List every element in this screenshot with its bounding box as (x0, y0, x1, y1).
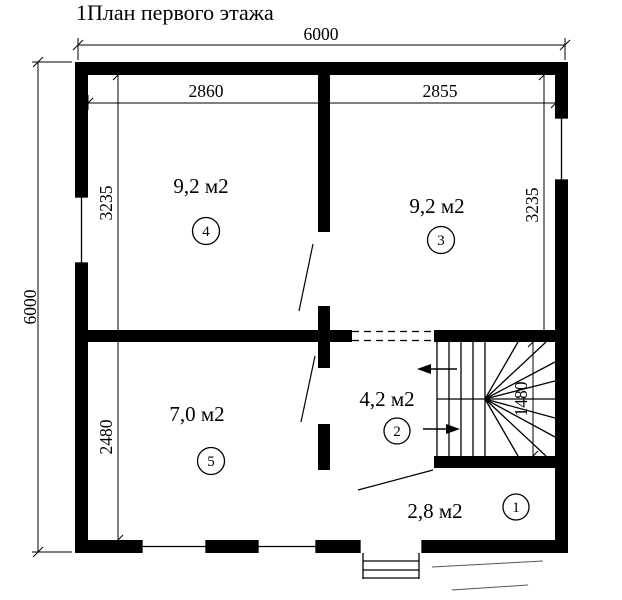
door-leaf-hall (357, 469, 434, 491)
room3-number: 3 (437, 233, 445, 249)
dim-label-left-lower: 2480 (96, 419, 116, 454)
stair-direction-arrow-down (423, 424, 460, 434)
wall-mid-right (434, 330, 555, 342)
dashed-opening (352, 330, 434, 342)
wall-center-stub (318, 306, 330, 332)
plan-title: 1План первого этажа (76, 0, 274, 25)
room5-area-label: 7,0 м2 (169, 402, 224, 426)
room5-number-circle (196, 446, 226, 476)
ground-line (431, 560, 544, 568)
wall-center-top (318, 75, 330, 232)
room4-area-label: 9,2 м2 (173, 174, 228, 198)
arrow-right-head (446, 424, 460, 434)
wall-left (75, 62, 88, 553)
door-leaf-room5 (300, 355, 316, 423)
room2-number-circle (383, 417, 411, 445)
room1-number-circle (502, 493, 530, 521)
window-left (74, 196, 89, 264)
window-bottom-2 (257, 539, 317, 554)
dim-label-overall-width: 6000 (304, 24, 339, 44)
wall-center-bottom-upper (318, 342, 330, 368)
dim-right-interior: 3235 (522, 69, 550, 342)
room2-number: 2 (393, 424, 401, 440)
wall-stair-bottom (434, 456, 555, 468)
ground-marks (431, 560, 544, 591)
room3-number-circle (426, 225, 456, 255)
wall-mid-left (88, 330, 352, 342)
room2-area-label: 4,2 м2 (359, 387, 414, 411)
room4-number-circle (191, 216, 221, 246)
dim-label-right-upper: 3235 (522, 187, 542, 222)
interior-walls (88, 75, 555, 470)
dim-label-top-right: 2855 (423, 81, 458, 101)
room-labels: 9,2 м2 4 9,2 м2 3 7,0 м2 5 4,2 м2 2 2,8 … (169, 174, 530, 523)
arrow-left-head (417, 364, 431, 374)
dim-left-interior: 3235 2480 (96, 69, 124, 546)
room4-number: 4 (202, 224, 210, 240)
room5-number: 5 (207, 454, 215, 470)
ground-line (451, 584, 529, 591)
stair-direction-arrow-up (417, 364, 457, 374)
wall-right (555, 62, 568, 553)
entrance-opening (359, 539, 423, 554)
stair-winder-fan (484, 341, 556, 457)
dim-stair: 1480 (511, 336, 539, 462)
room1-area-label: 2,8 м2 (407, 499, 462, 523)
dim-overall-width: 6000 (72, 24, 571, 60)
doors (298, 243, 434, 491)
room3-area-label: 9,2 м2 (409, 194, 464, 218)
dim-top-interior: 2860 2855 (82, 81, 562, 110)
window-bottom-1 (141, 539, 207, 554)
window-right (554, 117, 569, 181)
dim-overall-height: 6000 (20, 56, 72, 558)
dim-label-overall-height: 6000 (20, 289, 40, 324)
staircase (417, 341, 556, 457)
door-leaf-room3 (298, 243, 314, 312)
windows (74, 117, 569, 554)
dim-label-left-upper: 3235 (96, 185, 116, 220)
wall-top (75, 62, 568, 75)
dim-label-stair: 1480 (511, 381, 531, 416)
dim-label-top-left: 2860 (189, 81, 224, 101)
room1-number: 1 (512, 500, 520, 516)
entry-porch (362, 553, 420, 579)
wall-center-bottom-lower (318, 424, 330, 470)
